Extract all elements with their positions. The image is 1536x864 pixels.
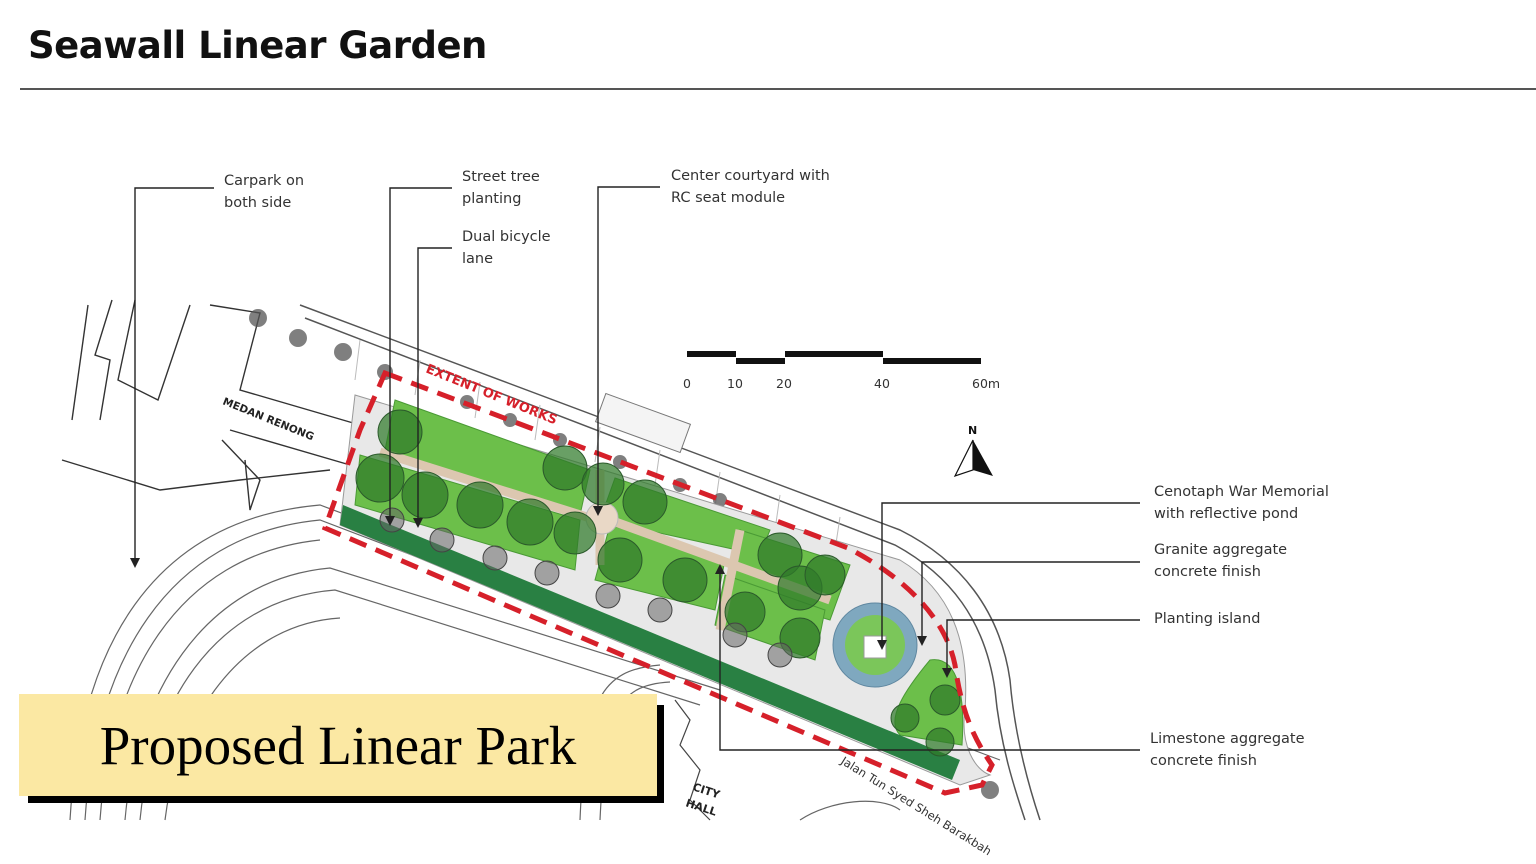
seawall-promenade [299,304,1041,821]
medan-renong-label: MEDAN RENONG [221,396,316,444]
hedge-strip [340,505,960,780]
extent-of-works-boundary [321,369,995,796]
context-buildings [61,299,361,511]
leader-arrowheads [130,506,952,678]
callout-granite: Granite aggregate concrete finish [1154,542,1288,580]
page-title: Seawall Linear Garden [28,24,487,67]
svg-text:40: 40 [874,376,890,391]
svg-text:60m: 60m [972,376,1000,391]
callout-courtyard: Center courtyard with RC seat module [671,168,830,206]
callout-bicycle-lane: Dual bicycle lane [462,229,551,267]
north-arrow-icon: N [953,424,993,478]
callout-carpark: Carpark on both side [224,173,305,211]
park-trees [355,409,961,757]
callout-street-tree: Street tree planting [462,169,540,207]
svg-text:0: 0 [683,376,691,391]
leader-lines [134,186,1140,751]
callout-planting-island: Planting island [1154,611,1261,627]
pier-structure [594,392,692,454]
svg-text:10: 10 [727,376,743,391]
scale-bar [687,351,981,364]
callout-limestone: Limestone aggregate concrete finish [1150,731,1305,769]
callout-cenotaph: Cenotaph War Memorial with reflective po… [1154,484,1329,522]
svg-text:N: N [968,424,977,437]
caption-box: Proposed Linear Park [19,694,657,796]
cenotaph-pond [832,602,918,688]
svg-text:20: 20 [776,376,792,391]
city-hall-outline [674,699,711,821]
caption-text: Proposed Linear Park [99,714,577,776]
title-divider [20,88,1536,90]
scale-bar-ticks: 0 10 20 40 60m [683,376,1000,391]
